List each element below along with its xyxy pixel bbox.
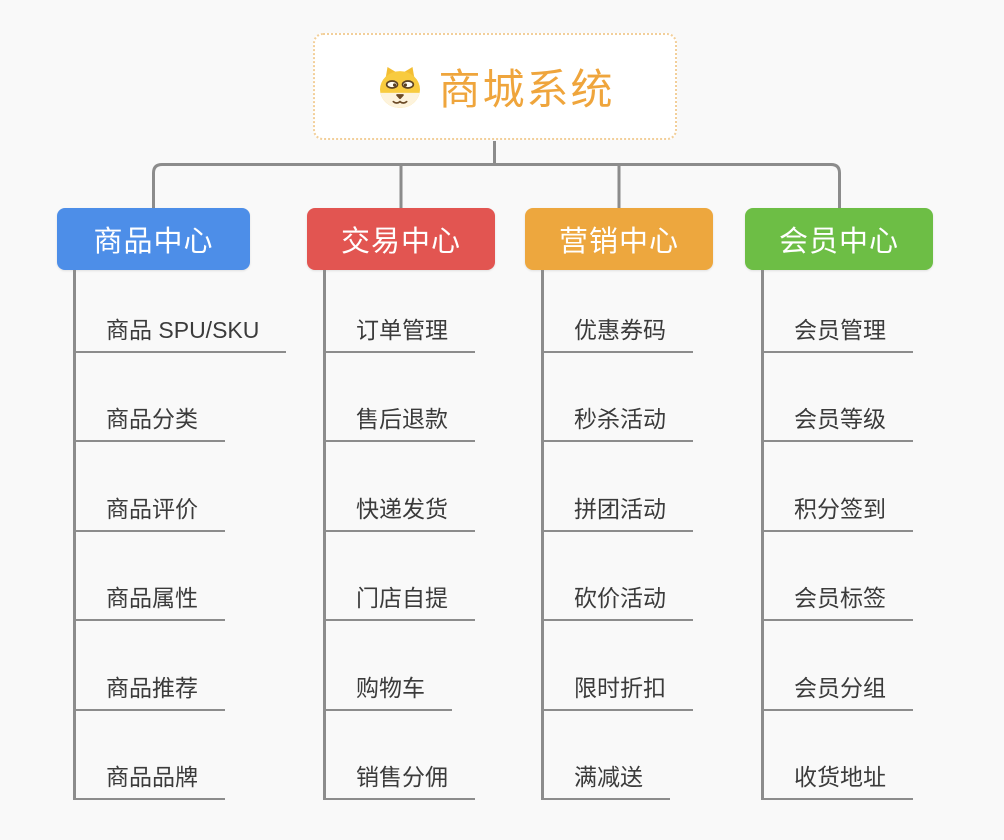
- leaf-label: 积分签到: [764, 490, 913, 532]
- leaf-label: 商品 SPU/SKU: [76, 311, 287, 353]
- leaf-node-trade-center-5[interactable]: 购物车: [326, 621, 475, 711]
- branch-children: 优惠券码秒杀活动拼团活动砍价活动限时折扣满减送: [541, 270, 693, 800]
- leaf-node-member-center-1[interactable]: 会员管理: [764, 270, 913, 353]
- leaf-label: 砍价活动: [544, 579, 693, 622]
- root-title: 商城系统: [438, 66, 615, 113]
- leaf-node-product-center-1[interactable]: 商品 SPU/SKU: [76, 270, 287, 353]
- leaf-label: 购物车: [326, 669, 452, 711]
- branch-trade-center: 交易中心 订单管理售后退款快递发货门店自提购物车销售分佣: [307, 208, 495, 800]
- leaf-label: 满减送: [544, 758, 670, 800]
- leaf-node-member-center-2[interactable]: 会员等级: [764, 353, 913, 443]
- leaf-label: 拼团活动: [544, 490, 693, 532]
- leaf-label: 秒杀活动: [544, 400, 693, 443]
- leaf-node-member-center-4[interactable]: 会员标签: [764, 532, 913, 622]
- root-node[interactable]: 商城系统: [313, 33, 677, 140]
- branch-children: 会员管理会员等级积分签到会员标签会员分组收货地址: [761, 270, 913, 800]
- leaf-label: 商品分类: [76, 400, 225, 443]
- branch-node-member-center[interactable]: 会员中心: [745, 208, 933, 270]
- branch-member-center: 会员中心 会员管理会员等级积分签到会员标签会员分组收货地址: [745, 208, 933, 800]
- leaf-label: 销售分佣: [326, 758, 475, 800]
- leaf-node-trade-center-1[interactable]: 订单管理: [326, 270, 475, 353]
- leaf-label: 商品品牌: [76, 758, 225, 800]
- leaf-node-marketing-center-2[interactable]: 秒杀活动: [544, 353, 693, 443]
- branch-marketing-center: 营销中心 优惠券码秒杀活动拼团活动砍价活动限时折扣满减送: [525, 208, 713, 800]
- leaf-label: 商品属性: [76, 579, 225, 622]
- leaf-label: 收货地址: [764, 758, 913, 800]
- dog-face-icon: [375, 62, 425, 112]
- leaf-node-member-center-6[interactable]: 收货地址: [764, 711, 913, 800]
- branch-node-trade-center[interactable]: 交易中心: [307, 208, 495, 270]
- leaf-label: 商品推荐: [76, 669, 225, 711]
- leaf-label: 快递发货: [326, 490, 475, 532]
- leaf-label: 商品评价: [76, 490, 225, 532]
- leaf-node-marketing-center-5[interactable]: 限时折扣: [544, 621, 693, 711]
- branch-children: 订单管理售后退款快递发货门店自提购物车销售分佣: [323, 270, 475, 800]
- leaf-node-product-center-2[interactable]: 商品分类: [76, 353, 286, 443]
- leaf-node-member-center-5[interactable]: 会员分组: [764, 621, 913, 711]
- leaf-label: 会员等级: [764, 400, 913, 443]
- leaf-label: 订单管理: [326, 311, 475, 353]
- branch-product-center: 商品中心 商品 SPU/SKU 商品分类商品评价商品属性商品推荐商品品牌: [57, 208, 287, 800]
- leaf-label: 门店自提: [326, 579, 475, 622]
- leaf-label: 限时折扣: [544, 669, 693, 711]
- leaf-label: 会员分组: [764, 669, 913, 711]
- leaf-label: 优惠券码: [544, 311, 693, 353]
- branch-node-product-center[interactable]: 商品中心: [57, 208, 250, 270]
- leaf-node-marketing-center-6[interactable]: 满减送: [544, 711, 693, 800]
- branch-node-marketing-center[interactable]: 营销中心: [525, 208, 713, 270]
- leaf-node-product-center-6[interactable]: 商品品牌: [76, 711, 286, 800]
- leaf-label: 会员管理: [764, 311, 913, 353]
- leaf-node-product-center-3[interactable]: 商品评价: [76, 442, 286, 532]
- leaf-node-trade-center-2[interactable]: 售后退款: [326, 353, 475, 443]
- leaf-node-marketing-center-3[interactable]: 拼团活动: [544, 442, 693, 532]
- leaf-node-marketing-center-1[interactable]: 优惠券码: [544, 270, 693, 353]
- leaf-node-product-center-4[interactable]: 商品属性: [76, 532, 286, 622]
- leaf-node-trade-center-3[interactable]: 快递发货: [326, 442, 475, 532]
- leaf-node-product-center-5[interactable]: 商品推荐: [76, 621, 286, 711]
- leaf-node-member-center-3[interactable]: 积分签到: [764, 442, 913, 532]
- leaf-node-trade-center-4[interactable]: 门店自提: [326, 532, 475, 622]
- branch-children: 商品 SPU/SKU 商品分类商品评价商品属性商品推荐商品品牌: [73, 270, 287, 800]
- leaf-label: 售后退款: [326, 400, 475, 443]
- leaf-label: 会员标签: [764, 579, 913, 622]
- leaf-node-marketing-center-4[interactable]: 砍价活动: [544, 532, 693, 622]
- leaf-node-trade-center-6[interactable]: 销售分佣: [326, 711, 475, 800]
